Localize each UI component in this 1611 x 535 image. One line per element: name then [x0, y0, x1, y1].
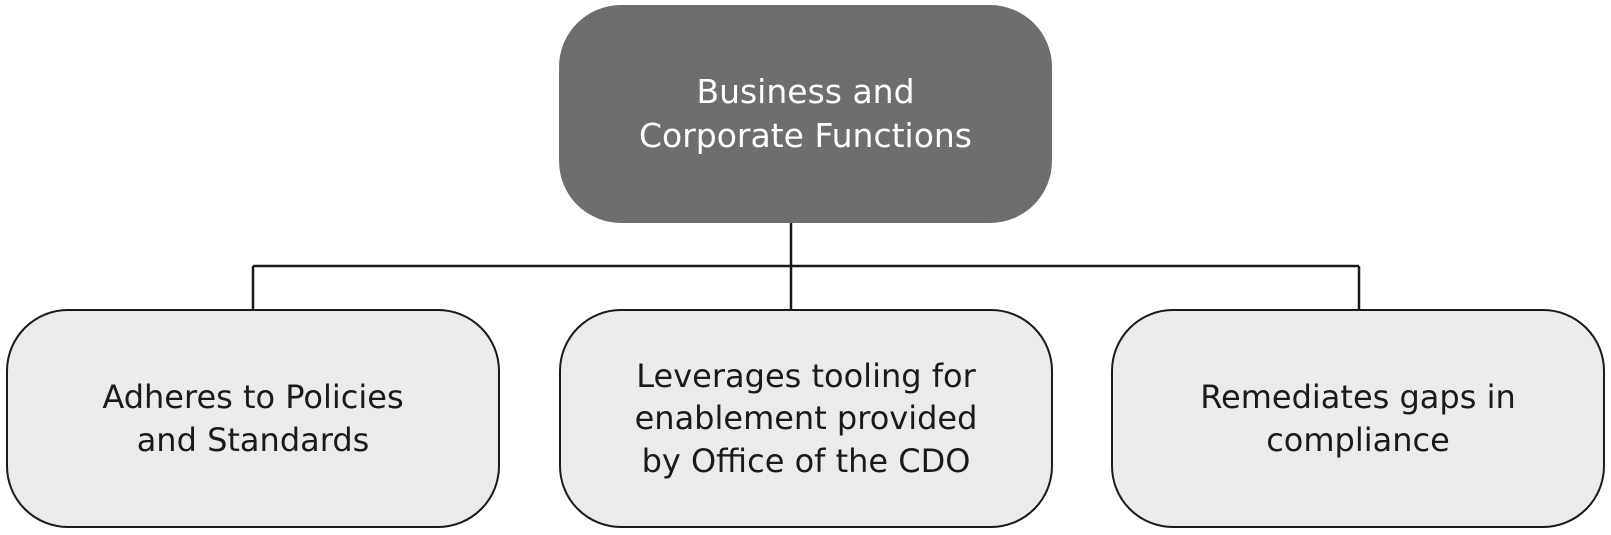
root-node-business-corporate-functions: Business and Corporate Functions — [559, 5, 1052, 223]
child-node-policies-standards: Adheres to Policies and Standards — [6, 309, 500, 528]
child-node-label: Leverages tooling for enablement provide… — [634, 357, 978, 480]
child-node-label: Remediates gaps in compliance — [1200, 378, 1516, 459]
child-node-tooling-enablement: Leverages tooling for enablement provide… — [559, 309, 1053, 528]
child-node-label: Adheres to Policies and Standards — [102, 378, 404, 459]
root-node-label: Business and Corporate Functions — [638, 72, 972, 155]
child-node-remediates-gaps: Remediates gaps in compliance — [1111, 309, 1605, 528]
